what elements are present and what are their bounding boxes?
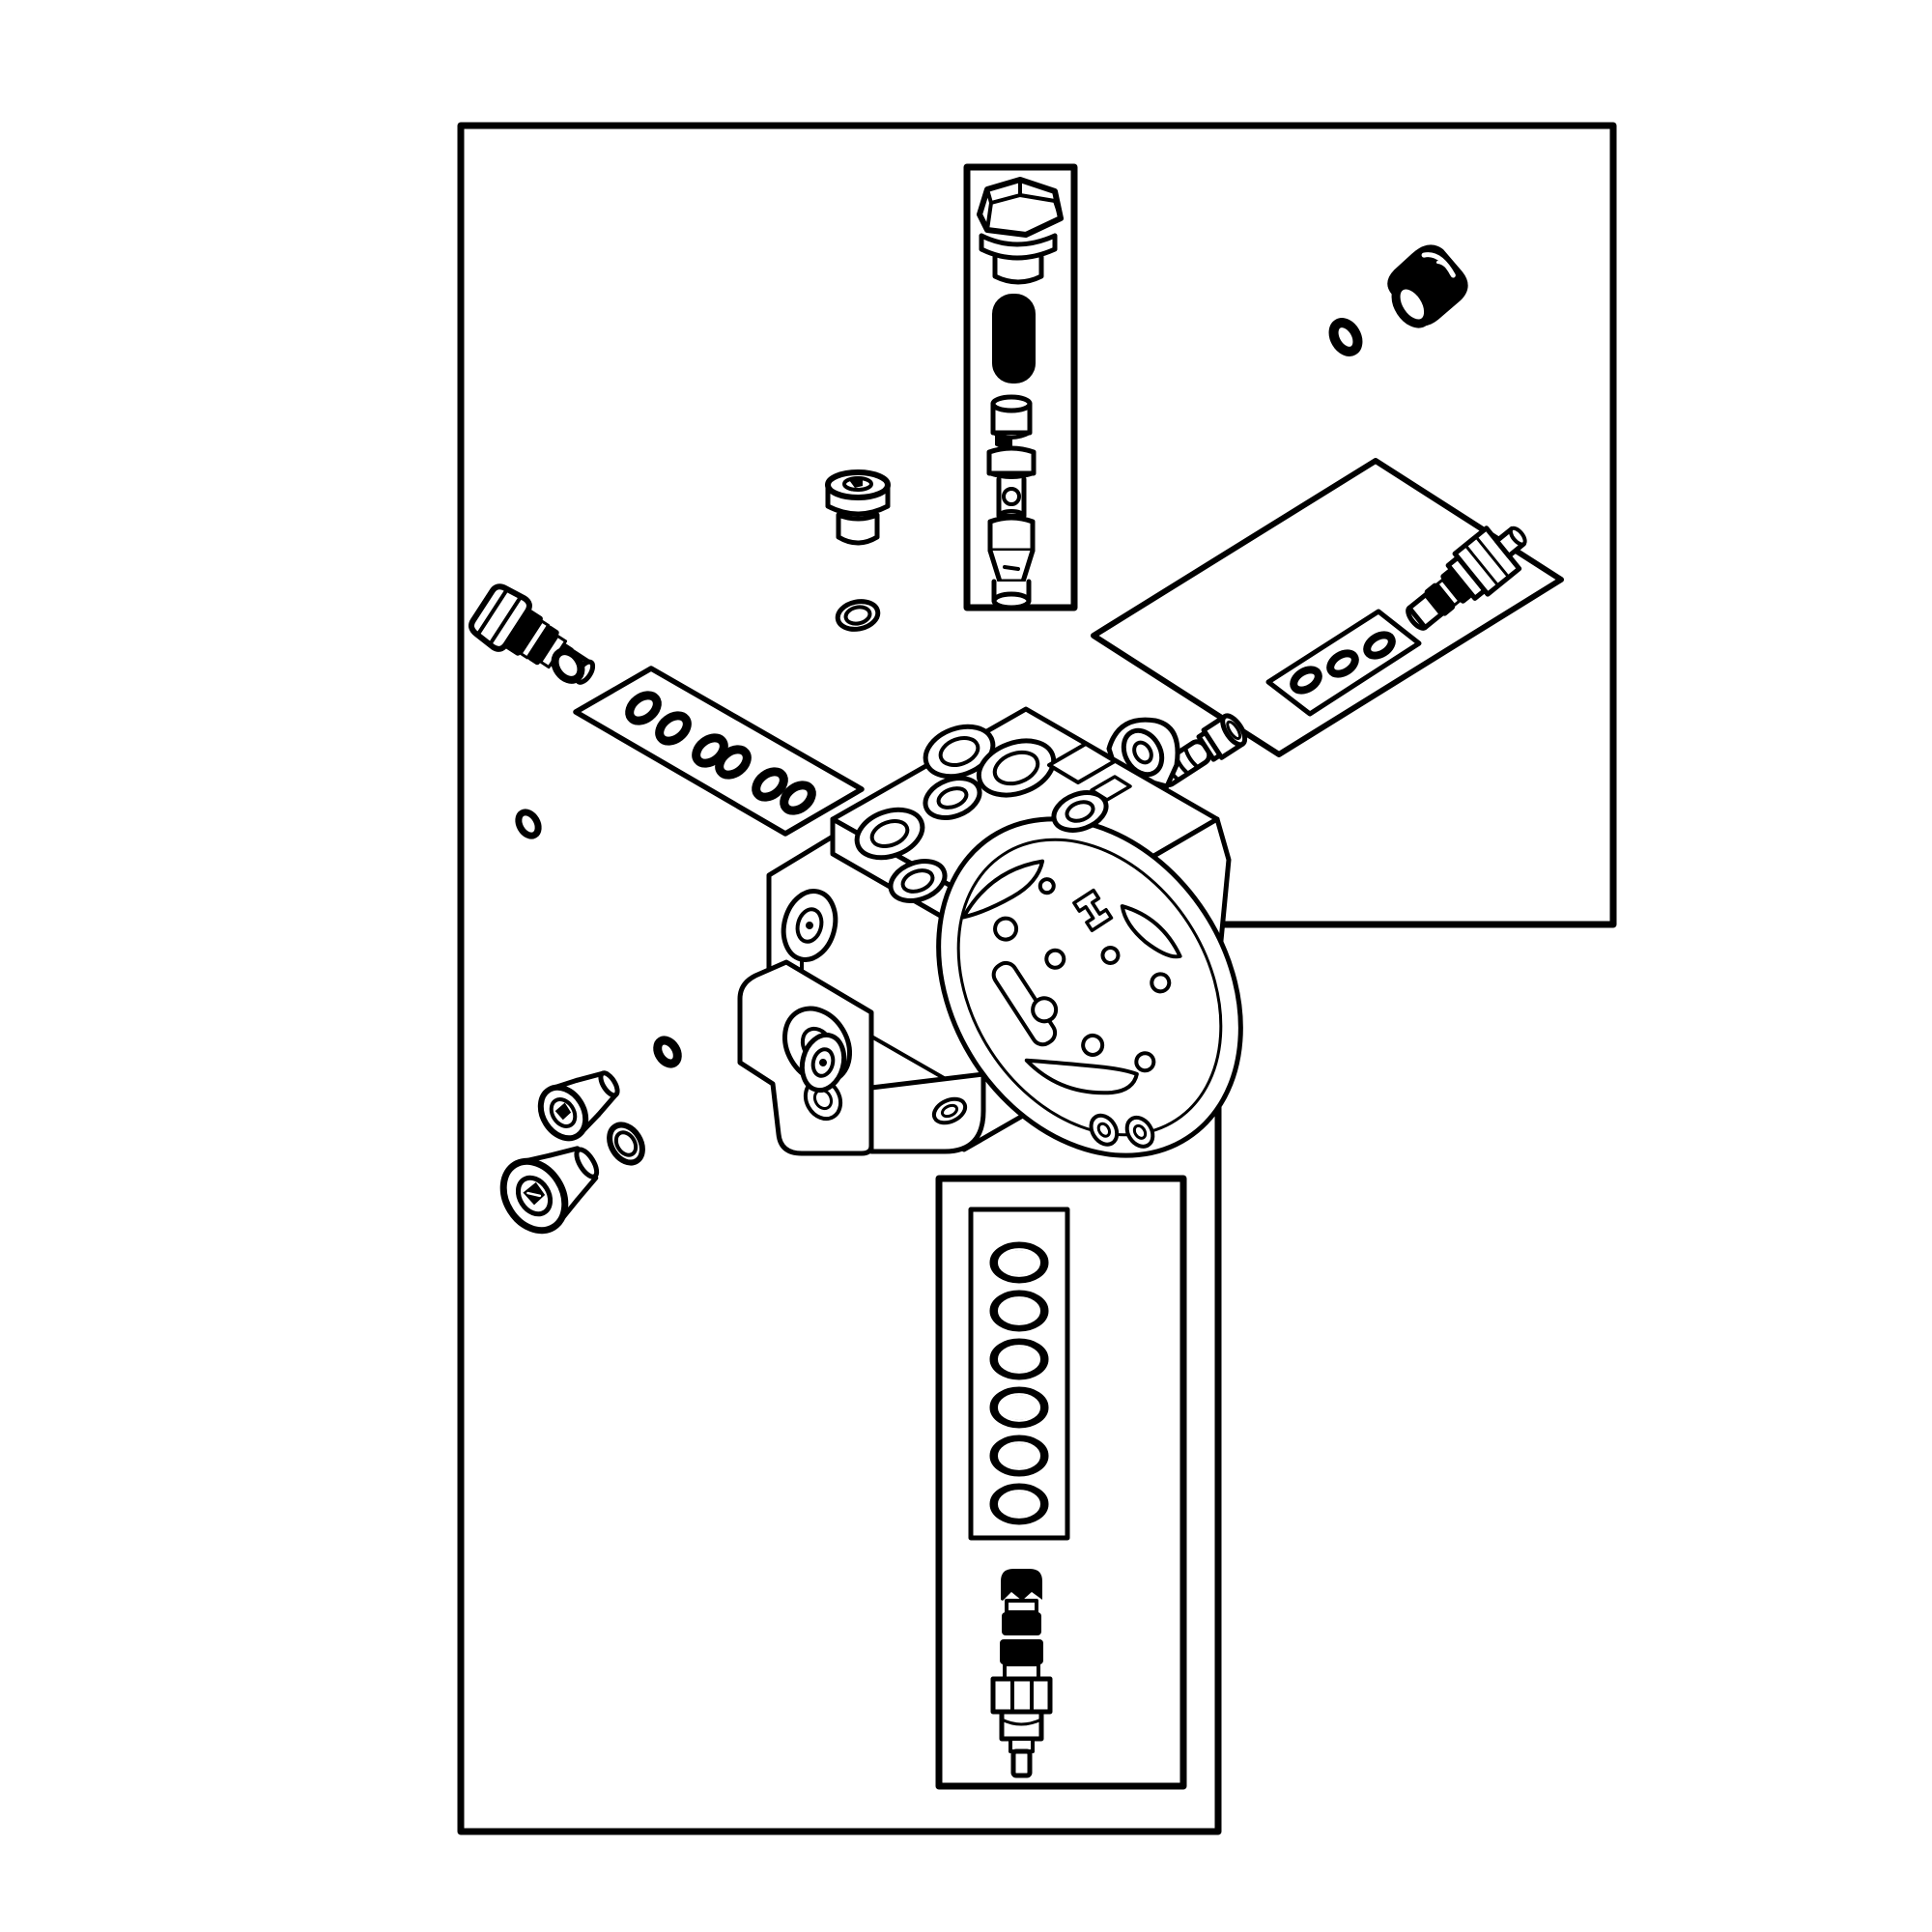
cartridge-valve [990,1569,1053,1778]
o-ring [1326,649,1359,678]
o-ring [989,1241,1049,1284]
socket-plug-large [499,1146,600,1235]
relief-fitting-left [469,583,596,685]
o-ring [835,599,881,632]
o-ring [989,1338,1049,1380]
left-panel-oring-set [625,691,816,815]
o-ring [989,1386,1049,1429]
socket-plug-small [537,1070,620,1142]
o-ring [1363,631,1396,660]
o-ring [551,647,585,684]
o-ring [1290,666,1322,695]
relief-valve-right [1406,526,1527,631]
left-seal-kit-panel [573,666,865,837]
o-ring [989,1435,1049,1477]
o-ring [655,711,692,746]
hex-plug [977,177,1064,285]
bottom-kit-box [935,1175,1187,1790]
valve-body [737,706,1243,1158]
valve-spool [986,394,1037,611]
o-ring [780,781,816,815]
o-ring [625,691,662,725]
flat-seal-oring-set [607,599,881,1166]
o-ring [715,745,752,780]
right-seal-kit-panel [1091,458,1564,757]
spring [992,294,1036,384]
o-ring [692,733,728,768]
o-ring [752,767,788,802]
o-ring [1328,318,1363,356]
o-ring [989,1290,1049,1332]
right-panel-oring-set [1290,631,1396,695]
o-ring [989,1483,1049,1525]
loose-oring-set [515,318,1363,1068]
o-ring [607,1122,645,1166]
plug-top-right [1387,244,1468,328]
o-ring [515,809,542,839]
port-plug [825,469,891,546]
bottom-box-oring-set [989,1241,1049,1525]
o-ring [653,1036,682,1068]
